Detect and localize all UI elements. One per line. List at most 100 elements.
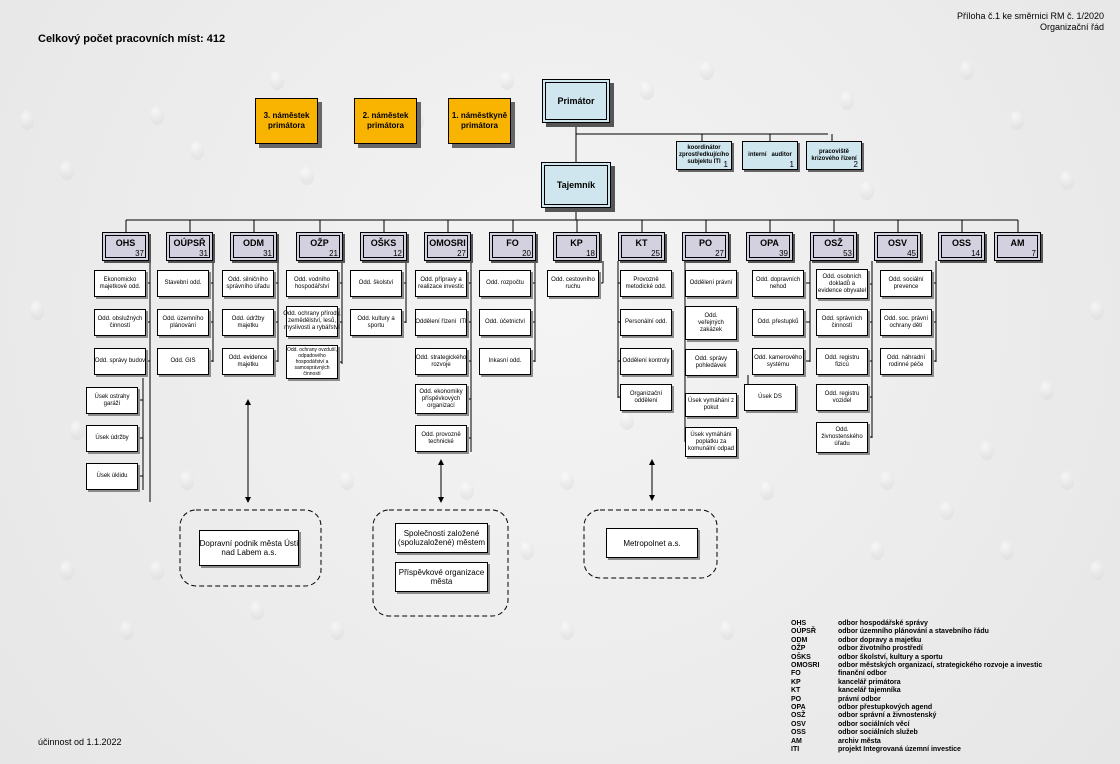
opa-unit-cameras[interactable]: Odd. kamerového systému (752, 348, 804, 375)
kp-unit-tourism[interactable]: Odd. cestovního ruchu (547, 270, 599, 297)
osv-unit-prevention[interactable]: Odd. sociální prevence (880, 270, 932, 297)
opa-unit-offences[interactable]: Odd. přestupků (752, 309, 804, 336)
deputy-2-box[interactable]: 2. náměstek primátora (354, 98, 417, 144)
osv-unit-child-protection[interactable]: Odd. soc. právní ochrany dětí (880, 309, 932, 336)
mayor-box[interactable]: Primátor (542, 79, 610, 123)
dept-omosri[interactable]: OMOSRI 27 (424, 232, 471, 261)
legend-description: právní odbor (838, 695, 881, 703)
osz-unit-administrative[interactable]: Odd. správních činností (816, 309, 868, 336)
ohs-unit-economic[interactable]: Ekonomicko majetkové odd. (94, 270, 146, 297)
osz-unit-vehicle-register[interactable]: Odd. registru vozidel (816, 384, 868, 411)
iti-coordinator-box[interactable]: koordinátor zprostředkujícího subjektu I… (676, 141, 732, 170)
dept-po-count: 27 (715, 249, 724, 258)
opa-unit-cameras-label: Odd. kamerového systému (754, 354, 802, 368)
osz-unit-trade-office[interactable]: Odd. živnostenského úřadu (816, 422, 868, 453)
oupsr-unit-building[interactable]: Stavební odd. (157, 270, 209, 297)
odm-unit-property-records[interactable]: Odd. evidence majetku (222, 348, 274, 375)
crisis-management-box[interactable]: pracoviště krizového řízení 2 (806, 141, 862, 170)
omosri-unit-investments[interactable]: Odd. přípravy a realizace investic (415, 270, 467, 297)
internal-auditor-box[interactable]: interní auditor 1 (742, 141, 798, 170)
legend-description: projekt Integrovaná územní investice (838, 746, 961, 754)
omosri-unit-iti[interactable]: Oddělení řízení ITI (415, 309, 467, 336)
po-unit-receivables[interactable]: Odd. správy pohledávek (685, 349, 737, 376)
legend-abbreviation: ODM (791, 636, 808, 644)
ozp-unit-water[interactable]: Odd. vodního hospodářství (286, 270, 338, 297)
omosri-unit-economics[interactable]: Odd. ekonomiky příspěvkových organizací (415, 384, 467, 414)
oupsr-unit-planning[interactable]: Odd. územního plánování (157, 309, 209, 336)
dept-kt[interactable]: KT 25 (618, 232, 665, 261)
deputy-3-box[interactable]: 3. náměstek primátora (255, 98, 318, 144)
omosri-unit-strategy[interactable]: Odd. strategického rozvoje (415, 348, 467, 375)
dept-osz[interactable]: OSŽ 53 (810, 232, 857, 261)
dept-osv[interactable]: OSV 45 (874, 232, 921, 261)
water-drop-decoration (940, 500, 954, 520)
osv-unit-prevention-label: Odd. sociální prevence (888, 276, 924, 290)
kt-unit-personnel[interactable]: Personální odd. (620, 309, 672, 336)
fo-unit-budget[interactable]: Odd. rozpočtu (479, 270, 531, 297)
metropolnet-box[interactable]: Metropolnet a.s. (606, 528, 698, 558)
ohs-section-maintenance[interactable]: Úsek údržby (86, 425, 138, 452)
kt-unit-methodology[interactable]: Provozně metodické odd. (620, 270, 672, 297)
water-drop-decoration (70, 420, 84, 440)
deputy-1-box[interactable]: 1. náměstkyně primátora (448, 98, 511, 144)
kt-unit-organization[interactable]: Organizační oddělení (620, 384, 672, 411)
city-companies-box[interactable]: Společnosti založené (spoluzaložené) měs… (395, 523, 488, 553)
dept-po[interactable]: PO 27 (682, 232, 729, 261)
water-drop-decoration (1060, 170, 1074, 190)
ohs-section-cleaning-label: Úsek úklidu (96, 473, 128, 479)
crisis-management-label: pracoviště krizového řízení (811, 148, 857, 162)
osz-unit-driver-register[interactable]: Odd. registru fizicú (816, 348, 868, 375)
dept-am[interactable]: AM 7 (994, 232, 1041, 261)
ohs-unit-services[interactable]: Odd. obslužných činností (94, 309, 146, 336)
dept-ozp[interactable]: OŽP 21 (296, 232, 343, 261)
ohs-section-garage-security[interactable]: Úsek ostrahy garáží (86, 387, 138, 414)
dept-fo[interactable]: FO 20 (489, 232, 536, 261)
odm-unit-road-office-label: Odd. silničního správního úřadu (226, 276, 270, 290)
po-unit-legal[interactable]: Oddělení právní (685, 270, 737, 297)
dept-opa[interactable]: OPA 39 (746, 232, 793, 261)
iti-coordinator-label: koordinátor zprostředkujícího subjektu I… (678, 145, 729, 165)
fo-unit-accounting[interactable]: Odd. účetnictví (479, 309, 531, 336)
ohs-section-maintenance-label: Úsek údržby (95, 435, 129, 441)
legend-description: kancelář tajemníka (838, 687, 901, 695)
dept-opa-code: OPA (760, 238, 779, 248)
omosri-unit-technical[interactable]: Odd. provozně technické (415, 425, 467, 452)
dept-osks[interactable]: OŠKS 12 (360, 232, 407, 261)
contributory-orgs-box[interactable]: Příspěvkové organizace města (395, 562, 488, 592)
dpmul-box[interactable]: Dopravní podnik města Ústí nad Labem a.s… (199, 530, 299, 566)
dept-oss[interactable]: OSS 14 (938, 232, 985, 261)
water-drop-decoration (840, 90, 854, 110)
osz-unit-vehicle-register-label: Odd. registru vozidel (824, 390, 860, 404)
po-section-fines[interactable]: Úsek vymáhání z pokut (685, 393, 737, 417)
osz-unit-documents[interactable]: Odd. osobních dokladů a evidence obyvate… (816, 269, 868, 299)
osz-unit-administrative-label: Odd. správních činností (821, 315, 863, 329)
dept-kp[interactable]: KP 18 (553, 232, 600, 261)
fo-unit-cashier[interactable]: Inkasní odd. (479, 348, 531, 375)
osks-unit-culture-sport[interactable]: Odd. kultury a sportu (350, 309, 402, 336)
osks-unit-education[interactable]: Odd. školství (350, 270, 402, 297)
ozp-unit-nature-label: Odd. ochrany přírody, zemědělství, lesů,… (283, 311, 341, 331)
kt-unit-control[interactable]: Oddělení kontroly (620, 348, 672, 375)
osv-unit-foster-care[interactable]: Odd. náhradní rodinné péče (880, 348, 932, 375)
dept-odm[interactable]: ODM 31 (230, 232, 277, 261)
ozp-unit-nature[interactable]: Odd. ochrany přírody, zemědělství, lesů,… (283, 306, 341, 337)
water-drop-decoration (330, 620, 344, 640)
po-section-waste-fee[interactable]: Úsek vymáhání poplatku za komunální odpa… (685, 427, 737, 457)
dept-oupsr[interactable]: OÚPSŘ 31 (166, 232, 213, 261)
opa-section-ds[interactable]: Úsek DS (744, 384, 796, 411)
oupsr-unit-gis[interactable]: Odd. GIS (157, 348, 209, 375)
odm-unit-road-office[interactable]: Odd. silničního správního úřadu (222, 270, 274, 297)
water-drop-decoration (190, 140, 204, 160)
ozp-unit-air-waste[interactable]: Odd. ochrany ovzduší, odpadového hospodá… (286, 345, 338, 379)
dept-ohs[interactable]: OHS 37 (102, 232, 149, 261)
opa-unit-accidents[interactable]: Odd. dopravních nehod (752, 270, 804, 297)
total-positions-heading: Celkový počet pracovních míst: 412 (38, 33, 226, 45)
po-unit-procurement[interactable]: Odd. veřejných zakázek (685, 306, 737, 340)
ohs-unit-buildings[interactable]: Odd. správy budov (94, 348, 146, 375)
dept-oupsr-code: OÚPSŘ (173, 238, 206, 248)
odm-unit-maintenance[interactable]: Odd. údržby majetku (222, 309, 274, 336)
secretary-box[interactable]: Tajemník (541, 162, 611, 208)
legend-abbreviation: OSS (791, 729, 806, 737)
ohs-section-cleaning[interactable]: Úsek úklidu (86, 463, 138, 490)
